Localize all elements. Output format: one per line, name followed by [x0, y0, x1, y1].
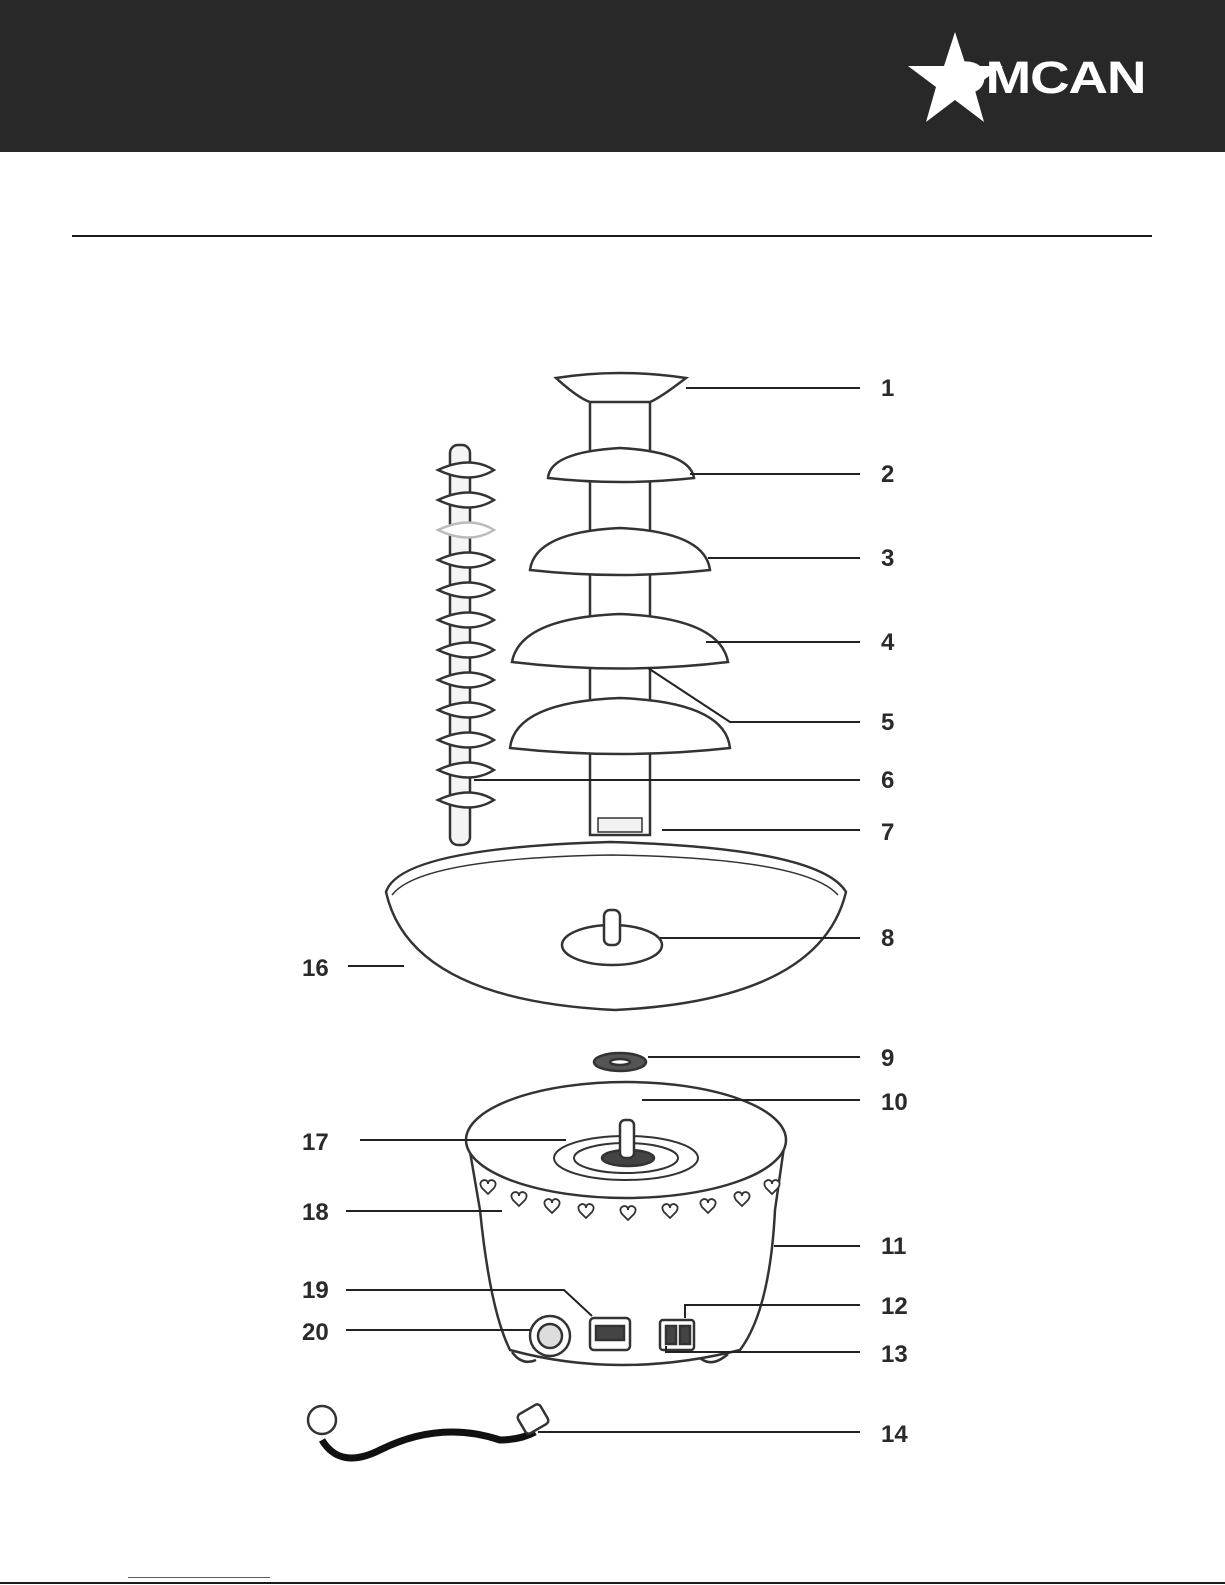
callout-2: 2 — [881, 461, 894, 488]
callout-5: 5 — [881, 709, 894, 736]
callout-8: 8 — [881, 925, 894, 952]
callout-3: 3 — [881, 545, 894, 572]
callout-1: 1 — [881, 375, 894, 402]
callout-11: 11 — [881, 1233, 906, 1260]
callout-6: 6 — [881, 767, 894, 794]
tier-5 — [510, 698, 730, 754]
crown-tier — [556, 373, 686, 402]
callout-19: 19 — [302, 1277, 329, 1304]
tier-3 — [530, 528, 710, 575]
tier-4 — [512, 614, 728, 669]
callout-7: 7 — [881, 819, 894, 846]
tier-2 — [548, 448, 694, 482]
callout-12: 12 — [881, 1293, 908, 1320]
footer-link-underline — [128, 1577, 270, 1578]
callout-9: 9 — [881, 1045, 894, 1072]
callout-20: 20 — [302, 1319, 329, 1346]
callout-17: 17 — [302, 1129, 329, 1156]
callout-10: 10 — [881, 1089, 908, 1116]
callout-13: 13 — [881, 1341, 908, 1368]
spiral-auger — [438, 445, 494, 845]
footer-rule — [0, 1582, 1225, 1584]
callout-4: 4 — [881, 629, 895, 656]
callout-14: 14 — [881, 1421, 908, 1448]
callout-18: 18 — [302, 1199, 329, 1226]
power-cord — [308, 1403, 550, 1458]
callout-16: 16 — [302, 955, 329, 982]
